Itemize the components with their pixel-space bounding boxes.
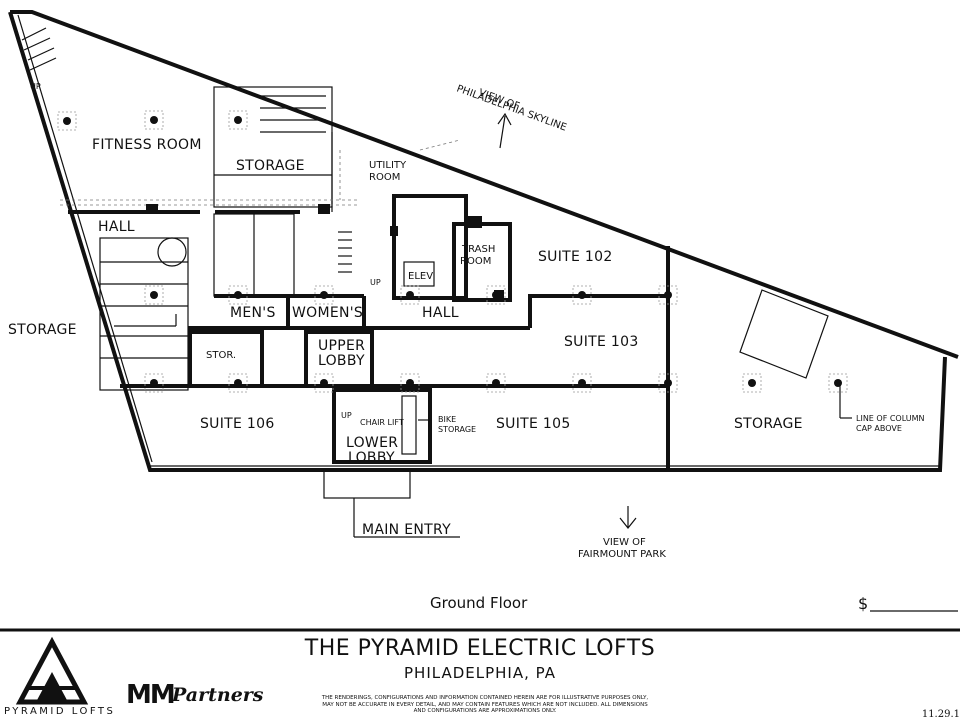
label-hall-center: HALL	[422, 305, 459, 321]
label-stor: STOR.	[206, 350, 236, 361]
label-suite-103: SUITE 103	[564, 334, 639, 350]
label-storage-right: STORAGE	[734, 416, 803, 432]
utility-stair	[338, 231, 352, 273]
label-bike-storage-1: BIKE	[438, 415, 456, 424]
floor-name: Ground Floor	[430, 594, 528, 612]
label-view-skyline-2: PHILADELPHIA SKYLINE	[455, 83, 568, 133]
annotations: VIEW OF PHILADELPHIA SKYLINE VIEW OF FAI…	[455, 83, 925, 560]
label-column-note-1: LINE OF COLUMN	[856, 414, 925, 423]
label-suite-102: SUITE 102	[538, 249, 613, 265]
structural-columns	[57, 110, 848, 393]
label-lower-lobby-2: LOBBY	[348, 450, 395, 466]
label-column-note-2: CAP ABOVE	[856, 424, 902, 433]
label-storage-left: STORAGE	[8, 322, 77, 338]
price-symbol: $	[858, 594, 868, 613]
label-storage-top: STORAGE	[236, 158, 305, 174]
ceiling-grid	[60, 139, 461, 206]
label-lower-lobby-1: LOWER	[346, 435, 398, 451]
date-code: 11.29.1	[921, 709, 960, 720]
pyramid-logo-icon	[15, 636, 89, 705]
label-womens: WOMEN'S	[292, 305, 363, 321]
label-up-stair-lobby: UP	[341, 411, 352, 420]
label-main-entry: MAIN ENTRY	[362, 522, 451, 538]
label-up-stair-nw: UP	[30, 82, 41, 91]
label-utility-room-1: UTILITY	[369, 160, 407, 171]
building-city: PHILADELPHIA, PA	[404, 664, 556, 682]
label-suite-106: SUITE 106	[200, 416, 275, 432]
label-up-stair-utility: UP	[370, 278, 381, 287]
view-arrows	[114, 112, 852, 529]
label-elev: ELEV	[408, 271, 433, 282]
disclaimer-text: THE RENDERINGS, CONFIGURATIONS AND INFOR…	[321, 695, 649, 714]
building-title: THE PYRAMID ELECTRIC LOFTS	[304, 636, 656, 661]
label-suite-105: SUITE 105	[496, 416, 571, 432]
label-mens: MEN'S	[230, 305, 276, 321]
label-hall-left: HALL	[98, 219, 135, 235]
partner-logo-word: Partners	[172, 684, 264, 706]
label-trash-room-2: ROOM	[460, 256, 491, 267]
label-view-park-1: VIEW OF	[603, 537, 646, 548]
brand-name: PYRAMID LOFTS	[4, 706, 116, 717]
label-trash-room-1: TRASH	[461, 244, 495, 255]
label-bike-storage-2: STORAGE	[438, 425, 476, 434]
northwest-stair	[21, 27, 57, 71]
room-labels: FITNESS ROOM STORAGE UTILITY ROOM HALL T…	[8, 82, 803, 538]
label-fitness-room: FITNESS ROOM	[92, 137, 202, 153]
label-upper-lobby-2: LOBBY	[318, 353, 365, 369]
interior-walls	[21, 27, 829, 538]
label-view-park-2: FAIRMOUNT PARK	[578, 549, 666, 560]
label-utility-room-2: ROOM	[369, 172, 400, 183]
label-upper-lobby-1: UPPER	[318, 338, 365, 354]
partner-logo-mm: MM	[126, 680, 176, 710]
building-outline	[8, 10, 959, 472]
label-chair-lift: CHAIR LIFT	[360, 418, 404, 427]
